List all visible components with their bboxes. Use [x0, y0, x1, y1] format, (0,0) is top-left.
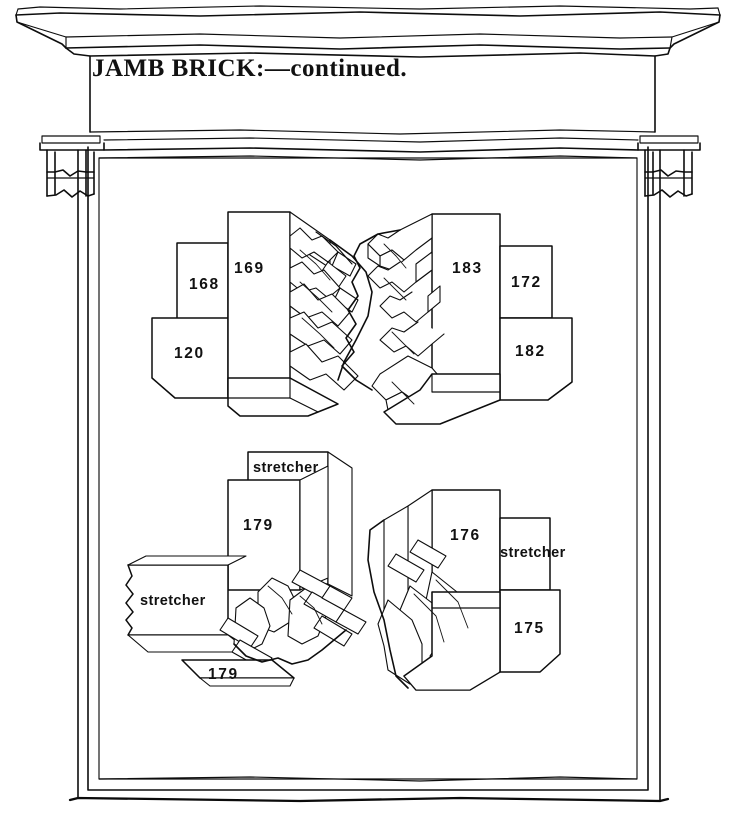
label-176: 176: [450, 527, 481, 544]
label-179-lower: 179: [208, 666, 239, 683]
figure-top-left: [151, 211, 373, 417]
label-168: 168: [189, 276, 220, 293]
figure-top-right: [341, 213, 573, 425]
frame-cornice: [15, 5, 721, 58]
figure-bottom-right: [367, 489, 561, 691]
frame-title-band: [89, 55, 656, 135]
panel-frame: [68, 146, 670, 803]
label-stretcher-right: stretcher: [500, 545, 566, 561]
page-title: JAMB BRICK:—continued.: [92, 55, 407, 82]
label-172: 172: [511, 274, 542, 291]
label-182: 182: [515, 343, 546, 360]
corner-bracket-left: [46, 149, 95, 198]
text-layer: JAMB BRICK:—continued. 168 169 120 183 1…: [92, 55, 566, 683]
label-120: 120: [174, 345, 205, 362]
figure-bottom-left: [125, 451, 367, 687]
corner-bracket-right: [644, 149, 693, 198]
label-169: 169: [234, 260, 265, 277]
label-stretcher-top: stretcher: [253, 460, 319, 476]
label-179-upper: 179: [243, 517, 274, 534]
label-stretcher-left: stretcher: [140, 593, 206, 609]
label-175: 175: [514, 620, 545, 637]
label-183: 183: [452, 260, 483, 277]
frame-bracket-shelf: [39, 135, 701, 153]
